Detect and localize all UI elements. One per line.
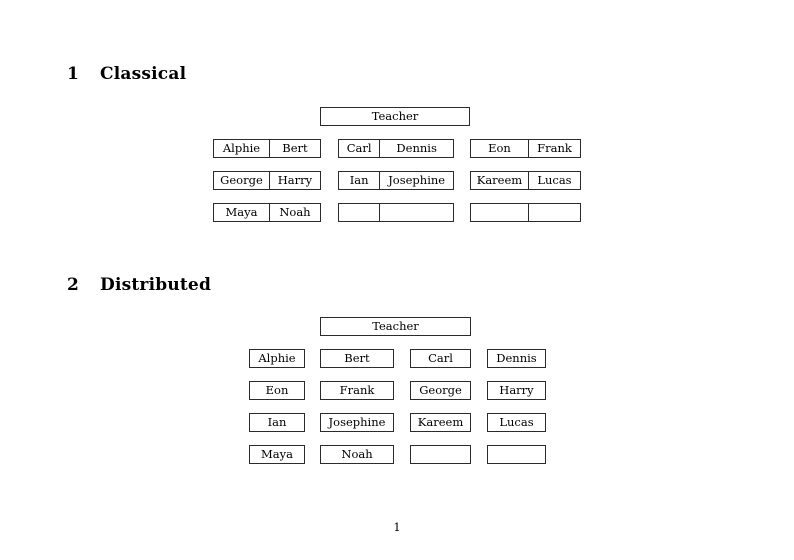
distributed-cell-noah[interactable]: Noah — [320, 445, 394, 464]
distributed-cell-josephine[interactable]: Josephine — [320, 413, 394, 432]
section-heading-classical: 1 Classical — [67, 64, 186, 84]
teacher-box-distributed[interactable]: Teacher — [320, 317, 471, 336]
distributed-cell-george[interactable]: George — [410, 381, 471, 400]
cell-empty-right-left[interactable] — [471, 204, 528, 221]
distributed-cell-bert[interactable]: Bert — [320, 349, 394, 368]
section-title: Classical — [100, 64, 187, 84]
section-number: 2 — [67, 275, 80, 295]
distributed-cell-ian[interactable]: Ian — [249, 413, 305, 432]
cell-kareem[interactable]: Kareem — [476, 172, 523, 187]
section-title: Distributed — [100, 275, 212, 295]
cell-harry[interactable]: Harry — [268, 172, 320, 189]
distributed-cell-eon[interactable]: Eon — [249, 381, 305, 400]
cell-bert[interactable]: Bert — [268, 140, 320, 157]
distributed-cell-kareem[interactable]: Kareem — [410, 413, 471, 432]
cell-empty-right-right[interactable] — [527, 204, 580, 221]
cell-maya[interactable]: Maya — [225, 204, 258, 219]
distributed-cell-harry[interactable]: Harry — [487, 381, 546, 400]
cell-alphie[interactable]: Alphie — [222, 140, 261, 155]
distributed-cell-frank[interactable]: Frank — [320, 381, 394, 400]
cell-noah[interactable]: Noah — [268, 204, 320, 221]
cell-josephine[interactable]: Josephine — [379, 172, 453, 189]
classical-left-group-row-2[interactable]: George Harry — [213, 171, 321, 190]
classical-right-group-row-2[interactable]: Kareem Lucas — [470, 171, 581, 190]
classical-middle-group-row-3[interactable] — [338, 203, 454, 222]
classical-right-group-row-1[interactable]: Eon Frank — [470, 139, 581, 158]
cell-ian[interactable]: Ian — [349, 172, 369, 187]
distributed-cell-empty-4[interactable] — [487, 445, 546, 464]
classical-right-group-row-3[interactable] — [470, 203, 581, 222]
cell-empty-middle-right[interactable] — [379, 204, 453, 221]
page-number: 1 — [393, 520, 401, 534]
teacher-box-classical[interactable]: Teacher — [320, 107, 470, 126]
cell-empty-middle-left[interactable] — [339, 204, 379, 221]
classical-middle-group-row-1[interactable]: Carl Dennis — [338, 139, 454, 158]
section-heading-distributed: 2 Distributed — [67, 275, 211, 295]
distributed-cell-maya[interactable]: Maya — [249, 445, 305, 464]
cell-george[interactable]: George — [220, 172, 263, 187]
classical-middle-group-row-2[interactable]: Ian Josephine — [338, 171, 454, 190]
distributed-cell-dennis[interactable]: Dennis — [487, 349, 546, 368]
classical-left-group-row-3[interactable]: Maya Noah — [213, 203, 321, 222]
cell-frank[interactable]: Frank — [527, 140, 580, 157]
distributed-cell-empty-3[interactable] — [410, 445, 471, 464]
classical-left-group-row-1[interactable]: Alphie Bert — [213, 139, 321, 158]
cell-carl[interactable]: Carl — [346, 140, 372, 155]
cell-dennis[interactable]: Dennis — [379, 140, 453, 157]
cell-eon[interactable]: Eon — [488, 140, 511, 155]
section-number: 1 — [67, 64, 80, 84]
distributed-cell-alphie[interactable]: Alphie — [249, 349, 305, 368]
distributed-cell-carl[interactable]: Carl — [410, 349, 471, 368]
distributed-cell-lucas[interactable]: Lucas — [487, 413, 546, 432]
cell-lucas[interactable]: Lucas — [527, 172, 580, 189]
